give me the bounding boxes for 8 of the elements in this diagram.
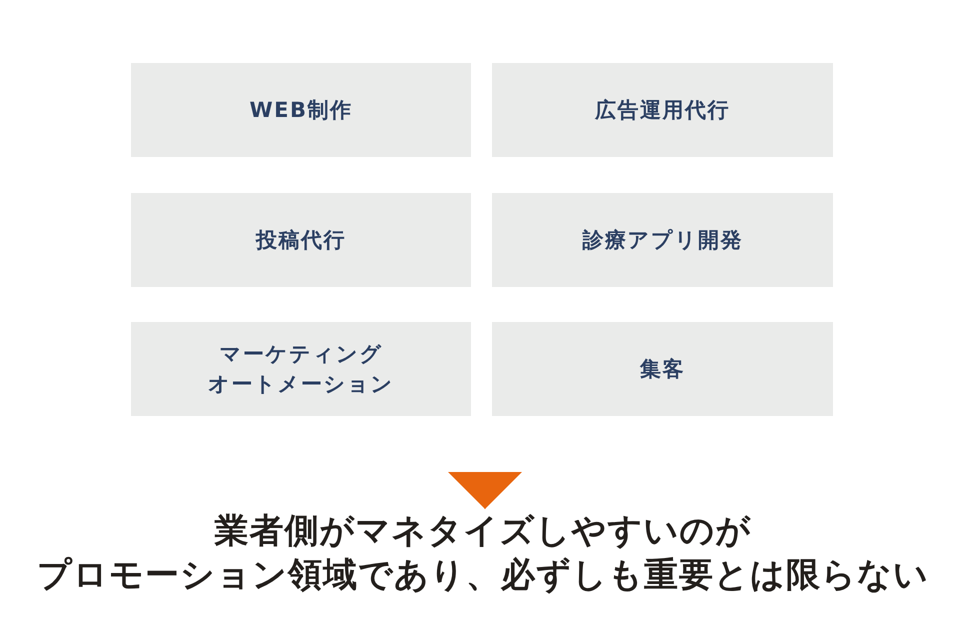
service-label: 集客: [640, 356, 685, 383]
service-label: 診療アプリ開発: [582, 227, 743, 254]
service-label: 広告運用代行: [595, 97, 730, 124]
conclusion-text: 業者側がマネタイズしやすいのがプロモーション領域であり、必ずしも重要とは限らない: [30, 509, 936, 597]
arrow: [448, 472, 522, 510]
service-label: 投稿代行: [256, 227, 346, 254]
service-label: マーケティングオートメーション: [208, 341, 394, 398]
service-label: WEB制作: [249, 97, 352, 124]
